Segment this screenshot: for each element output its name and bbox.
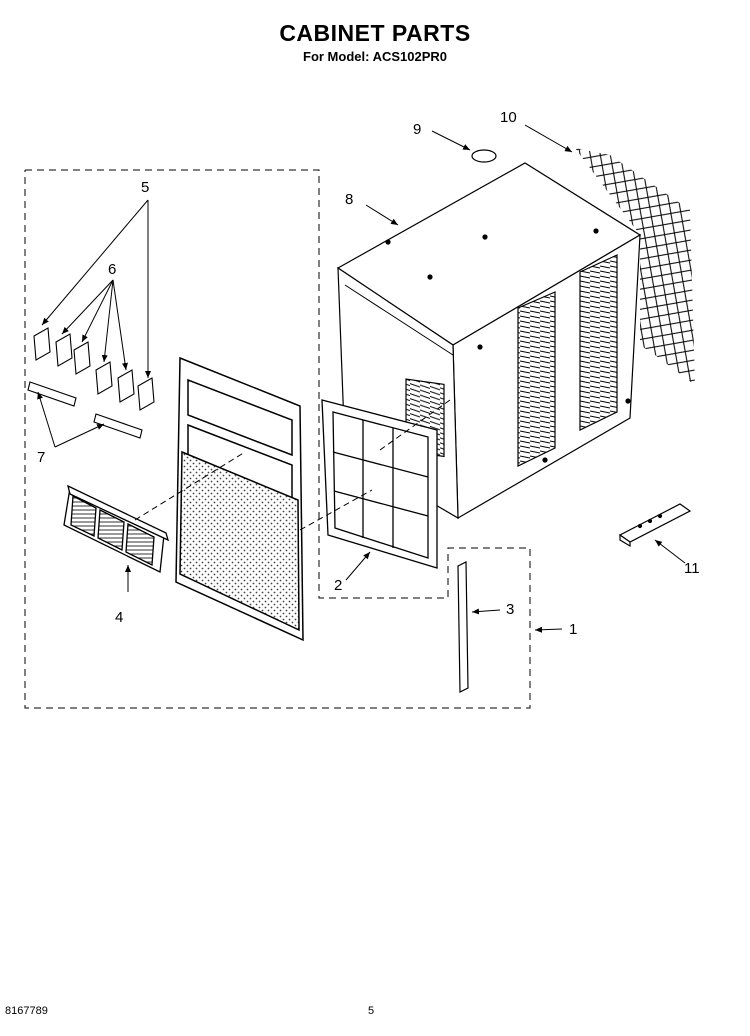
air-filter — [321, 399, 438, 569]
panel-to-filter-dash — [299, 489, 373, 531]
rear-mesh-net — [575, 148, 695, 385]
callout-9: 9 — [413, 121, 421, 138]
assembly-group-1-outline — [24, 169, 531, 709]
seal-strip — [457, 561, 469, 693]
callout-1: 1 — [569, 621, 577, 638]
remote-control — [618, 503, 692, 548]
filter-to-cabinet-dash — [379, 399, 451, 451]
plug-cap — [471, 149, 497, 163]
front-panel — [175, 356, 304, 642]
callout-10: 10 — [500, 109, 517, 126]
callout-7: 7 — [37, 449, 45, 466]
callout-4: 4 — [115, 609, 123, 626]
page-number: 5 — [368, 1005, 375, 1017]
leader-lines — [37, 124, 686, 633]
callout-5: 5 — [141, 179, 149, 196]
model-subtitle: For Model: ACS102PR0 — [303, 49, 447, 64]
callout-2: 2 — [334, 577, 342, 594]
callout-6: 6 — [108, 261, 116, 278]
callout-11: 11 — [684, 560, 700, 577]
louver-brackets — [27, 381, 143, 439]
page-title: CABINET PARTS — [279, 20, 471, 46]
callout-8: 8 — [345, 191, 353, 208]
callout-3: 3 — [506, 601, 514, 618]
vent-to-panel-dash — [134, 451, 246, 521]
louver-blades — [33, 327, 155, 411]
air-vent-grille — [63, 484, 170, 573]
document-number: 8167789 — [5, 1005, 48, 1017]
